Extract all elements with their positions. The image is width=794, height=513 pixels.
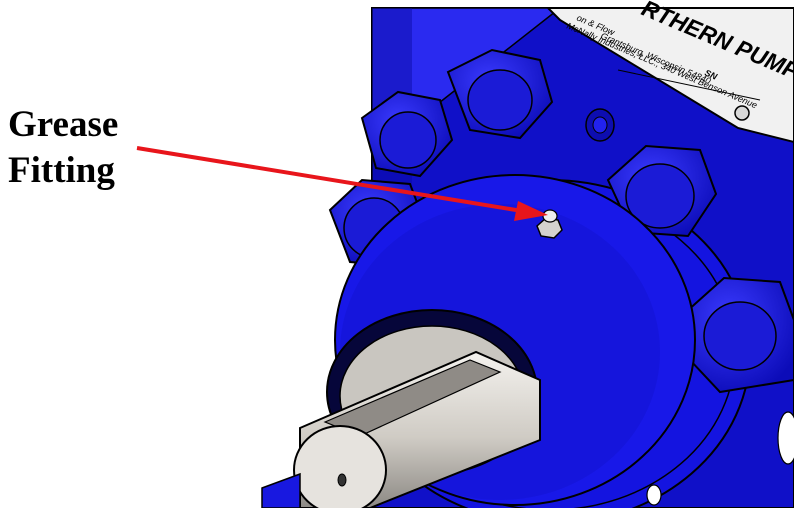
callout-line-1: Grease xyxy=(8,104,119,145)
shaft-end-face xyxy=(293,425,387,513)
nameplate-rivet xyxy=(734,105,750,121)
callout-arrow xyxy=(136,146,548,221)
grease-fitting xyxy=(536,209,563,239)
small-bolt-1 xyxy=(585,108,615,142)
flange-nut-4 xyxy=(606,144,718,238)
callout-line-2: Fitting xyxy=(8,150,115,191)
drive-shaft xyxy=(293,350,541,513)
nameplate-sn-label: SN xyxy=(703,68,719,82)
nameplate-sn-line xyxy=(617,69,761,101)
flange-nut-5 xyxy=(684,276,794,394)
flange-nut-2 xyxy=(446,48,554,140)
flange-nut-1 xyxy=(360,90,454,178)
nameplate: RTHERN PUMP on & Flow McNally Industries… xyxy=(545,0,794,144)
grease-fitting-callout: Grease Fitting xyxy=(8,102,118,194)
shaft-center-hole xyxy=(337,473,347,487)
mounting-foot xyxy=(261,411,794,509)
